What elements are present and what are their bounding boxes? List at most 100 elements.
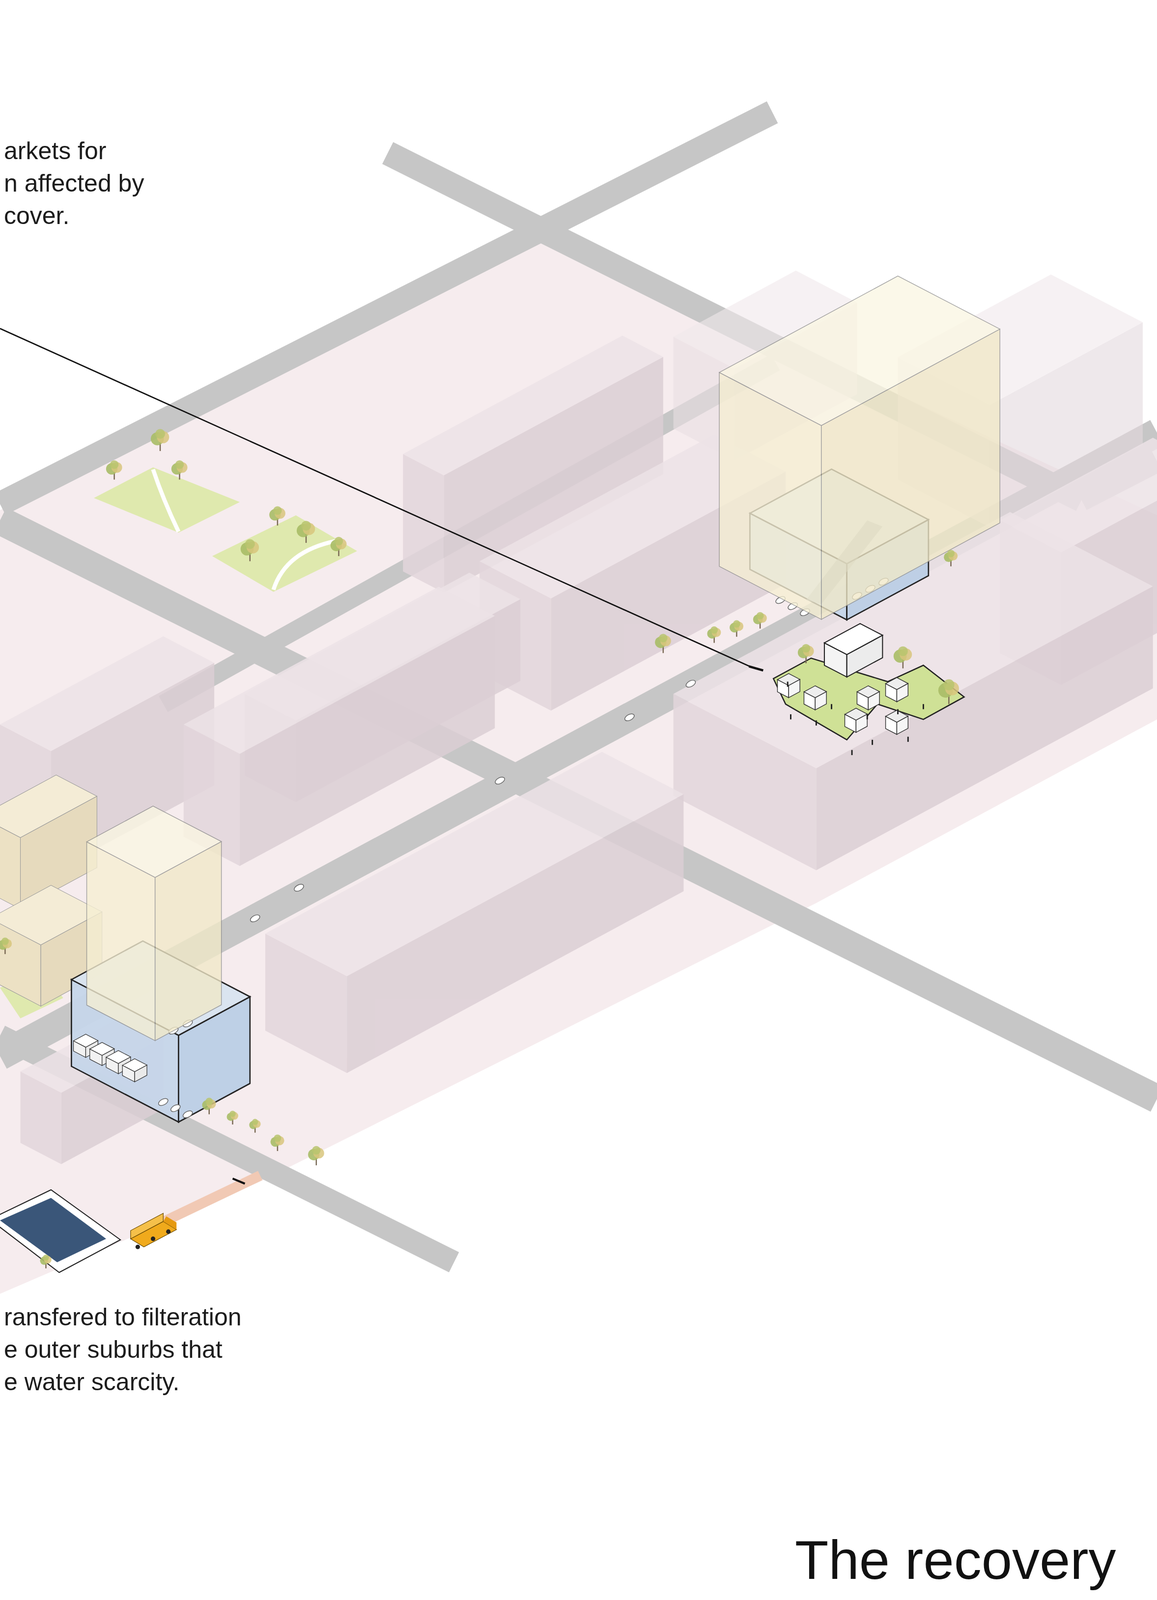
tree-crown (947, 549, 955, 558)
tree (308, 1146, 325, 1166)
block-face (402, 453, 444, 593)
person (866, 714, 869, 720)
tree-crown (733, 620, 741, 628)
tree (249, 1119, 261, 1133)
block-roof (845, 708, 868, 721)
kiosk (856, 685, 880, 710)
block-roof (856, 685, 880, 698)
tree (269, 506, 286, 526)
block-roof (183, 586, 495, 754)
leader-tick (232, 1178, 245, 1184)
kiosk (803, 685, 827, 710)
tree-crown (205, 1098, 213, 1106)
truck-wheel (166, 1229, 171, 1235)
tree (943, 549, 958, 567)
person (851, 750, 853, 756)
building-block (265, 751, 684, 1073)
tree-crown (252, 1119, 258, 1126)
person (897, 709, 899, 715)
car (181, 1109, 194, 1120)
tree-crown (334, 536, 343, 546)
person (787, 681, 789, 687)
tree-crown (756, 612, 764, 620)
block-roof (122, 1058, 147, 1072)
tower (719, 276, 1000, 620)
park (212, 515, 358, 593)
block-roof (777, 673, 800, 686)
tree (201, 1098, 216, 1115)
annotation-text: ransfered to filteration (3, 1300, 242, 1334)
tree-crown (311, 1146, 321, 1155)
tree-crown (273, 1134, 282, 1142)
block-roof (803, 685, 827, 698)
car (249, 913, 261, 924)
tree (171, 460, 188, 480)
building-block (183, 586, 495, 866)
block-roof (265, 751, 684, 977)
truck-wheel (150, 1236, 156, 1242)
tree (226, 1110, 239, 1125)
annotation-text: e water scarcity. (3, 1365, 180, 1399)
truck-cab (163, 1216, 177, 1230)
tree (797, 644, 815, 664)
tree-crown (801, 644, 811, 653)
tree-crown (273, 506, 282, 515)
annotation-text: e outer suburbs that (3, 1333, 223, 1366)
tree (893, 646, 912, 669)
leader-tick (748, 666, 763, 671)
car (157, 1097, 170, 1107)
block-roof (885, 677, 909, 690)
person (790, 714, 792, 720)
storage-box (122, 1058, 147, 1082)
block-roof (719, 276, 1000, 426)
person (830, 704, 833, 709)
tower (86, 806, 222, 1042)
tree-crown (898, 646, 908, 657)
tree (654, 633, 672, 653)
tree (0, 937, 12, 955)
car (293, 882, 306, 893)
park-path (153, 469, 179, 532)
filtration-pool (0, 1189, 121, 1273)
pool-water (0, 1198, 107, 1263)
block-roof (0, 775, 97, 838)
annotation-text: cover. (3, 199, 70, 232)
kiosk (777, 673, 800, 698)
annotation-text: n affected by (3, 167, 144, 200)
water-truck (130, 1213, 177, 1250)
tree-crown (110, 460, 119, 469)
park (93, 467, 240, 533)
block-roof (89, 1042, 115, 1056)
tree (240, 539, 259, 562)
kiosk (885, 677, 909, 702)
leader-line (0, 328, 753, 668)
tree-crown (229, 1110, 236, 1117)
market-hall (824, 623, 883, 678)
truck-tank (130, 1213, 164, 1240)
person (907, 736, 909, 742)
car (623, 712, 636, 723)
tree (296, 520, 315, 543)
car (169, 1103, 182, 1114)
market-plaza (773, 658, 964, 740)
annotation-text: arkets for (3, 134, 107, 168)
person (871, 739, 874, 745)
tree-crown (1, 937, 9, 946)
tree-crown (155, 428, 166, 439)
block-roof (402, 335, 664, 476)
tree (270, 1134, 285, 1152)
tree-crown (301, 520, 311, 531)
tree-crown (42, 1254, 49, 1261)
car (684, 678, 697, 689)
block-roof (86, 806, 222, 878)
diagram-title: The recovery (794, 1532, 1117, 1588)
person (922, 704, 925, 709)
person (815, 720, 818, 726)
kiosk (885, 710, 909, 735)
tree (706, 626, 721, 644)
tree (40, 1254, 52, 1269)
block-roof (73, 1034, 99, 1047)
car (494, 775, 507, 786)
tree (753, 612, 767, 629)
tree (729, 620, 744, 638)
